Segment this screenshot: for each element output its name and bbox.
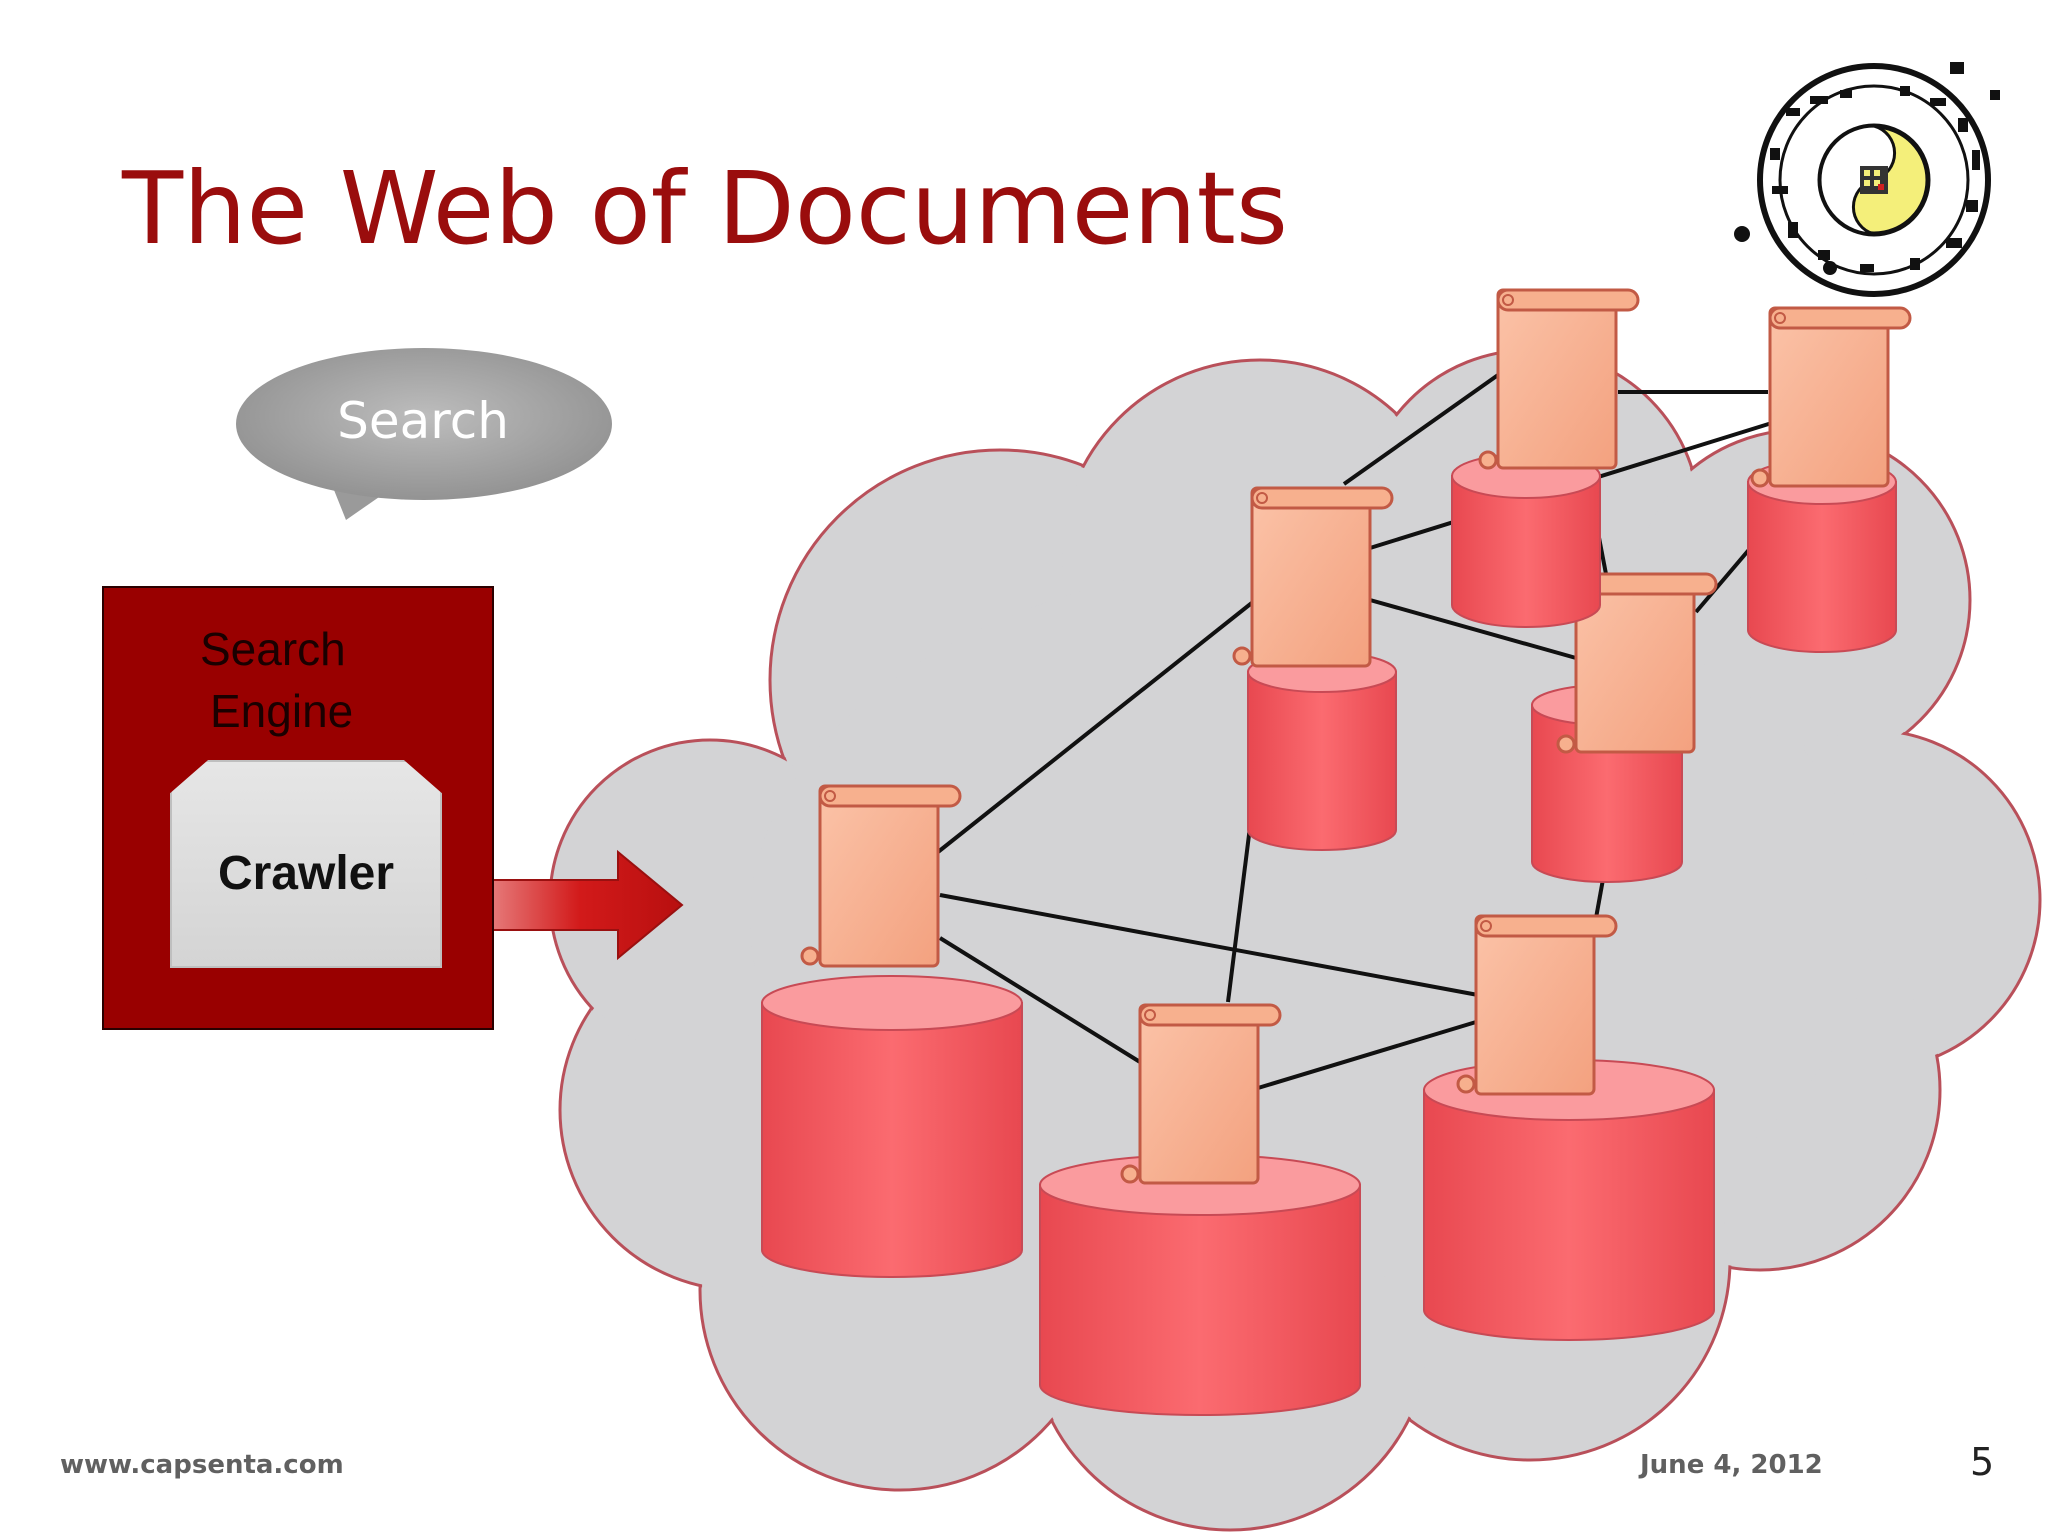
web-nodes xyxy=(761,288,1912,1416)
database-icon xyxy=(1247,651,1397,851)
search-bubble-label: Search xyxy=(337,392,509,450)
document-scroll-icon xyxy=(1556,572,1718,754)
link xyxy=(936,596,1260,854)
database-icon xyxy=(761,975,1023,1278)
crawl-arrow-icon xyxy=(477,849,684,961)
footer-website: www.capsenta.com xyxy=(60,1450,344,1480)
document-scroll-icon xyxy=(800,784,962,968)
slide-title: The Web of Documents xyxy=(122,150,1288,267)
document-scroll-icon xyxy=(1456,914,1618,1096)
search-engine-label: Search Engine xyxy=(200,618,353,742)
document-scroll-icon xyxy=(1232,486,1394,668)
document-scroll-icon xyxy=(1750,306,1912,488)
search-engine-label-line2: Engine xyxy=(210,685,354,737)
capsenta-logo-icon xyxy=(1734,62,2000,297)
link xyxy=(1342,373,1500,486)
link xyxy=(1257,1020,1477,1090)
database-icon xyxy=(1039,1154,1361,1416)
footer-date: June 4, 2012 xyxy=(1640,1450,1823,1480)
document-scroll-icon xyxy=(1120,1003,1282,1185)
database-icon xyxy=(1747,459,1897,653)
link xyxy=(939,893,1479,997)
search-bubble xyxy=(236,348,612,520)
link xyxy=(1369,598,1577,660)
page-number: 5 xyxy=(1970,1440,1995,1484)
document-scroll-icon xyxy=(1478,288,1640,470)
database-icon xyxy=(1451,453,1601,628)
search-engine-label-line1: Search xyxy=(200,623,346,675)
crawler-label: Crawler xyxy=(217,847,395,900)
database-icon xyxy=(1423,1059,1715,1341)
crawler-box xyxy=(170,760,442,968)
link xyxy=(938,936,1142,1064)
